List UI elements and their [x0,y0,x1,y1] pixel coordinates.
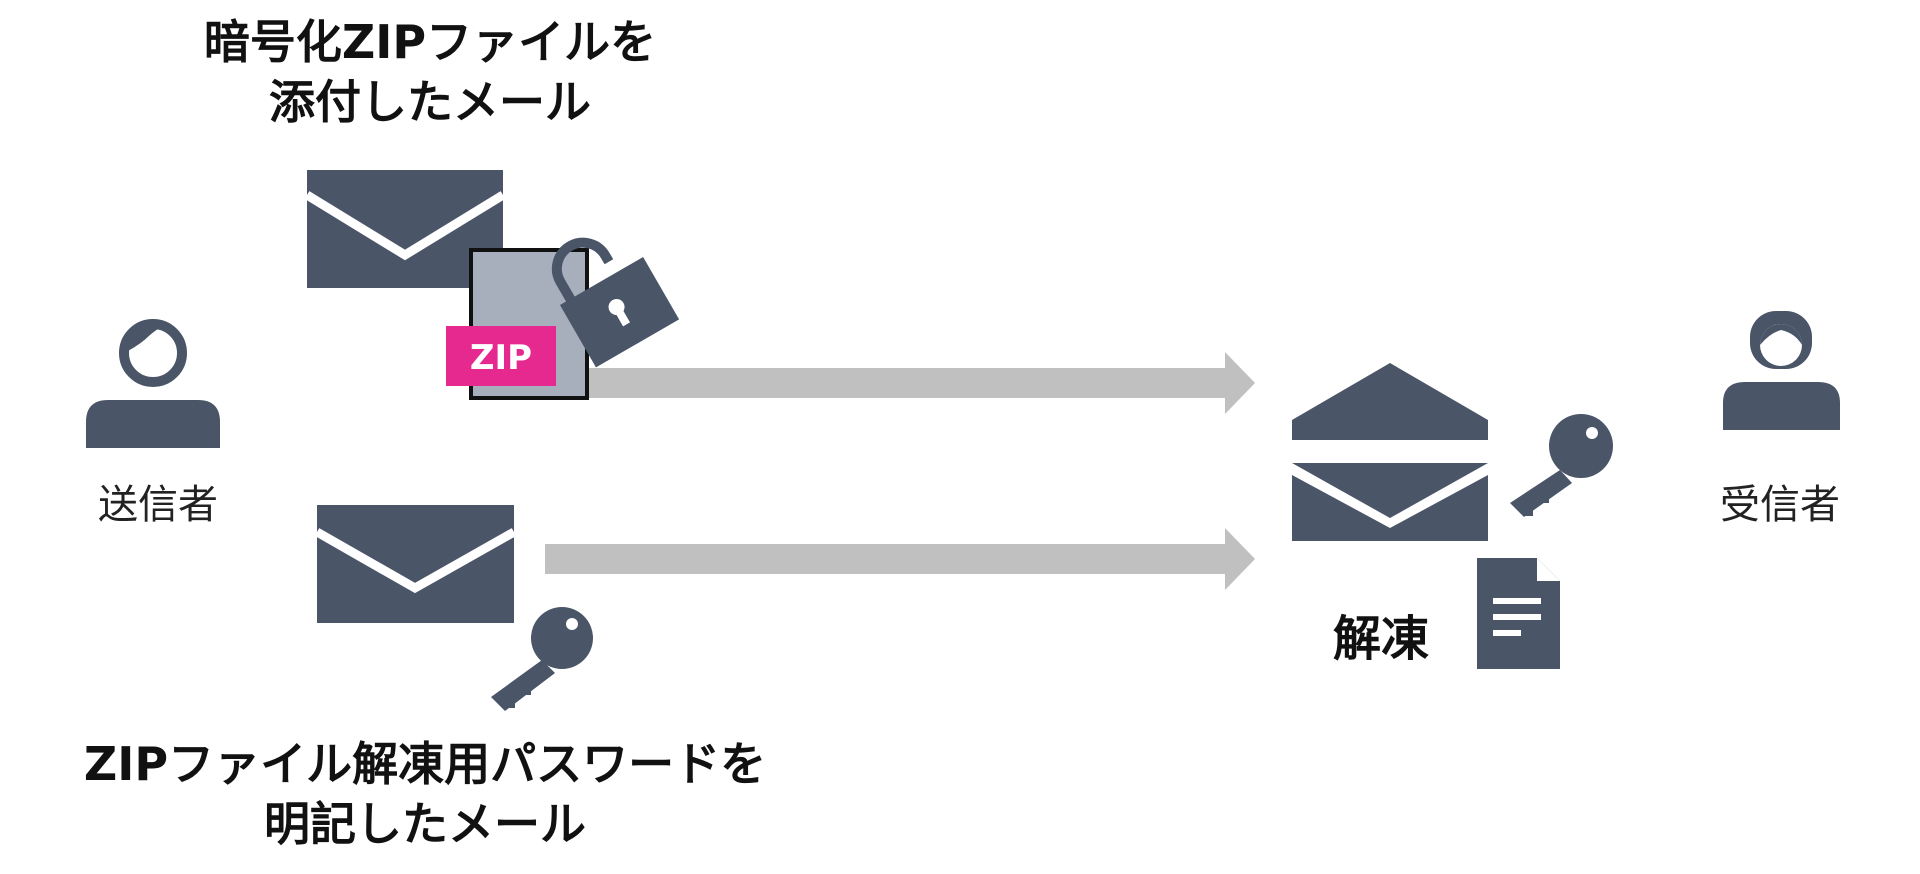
mail2-title-line1: ZIPファイル解凍用パスワードを [84,737,766,791]
arrow-1 [585,352,1255,414]
mail1-title-line1: 暗号化ZIPファイルを [204,15,656,69]
receiver-person-icon [1723,311,1840,430]
document-icon [1477,558,1560,669]
decrypt-label: 解凍 [1333,611,1429,667]
zip-badge: ZIP [446,326,556,386]
mail1-title-line2: 添付したメール [269,75,591,129]
mail2-envelope-icon [314,505,517,623]
mail2-title-line2: 明記したメール [264,797,586,851]
sender-label: 送信者 [98,482,218,528]
padlock-icon [551,237,680,368]
key-icon-sender [491,607,593,711]
zip-badge-text: ZIP [470,338,532,378]
receiver-label: 受信者 [1720,482,1840,528]
open-envelope-icon [1292,363,1488,541]
arrow-2 [545,528,1255,590]
key-icon-receiver [1510,414,1613,517]
sender-person-icon [86,319,220,448]
